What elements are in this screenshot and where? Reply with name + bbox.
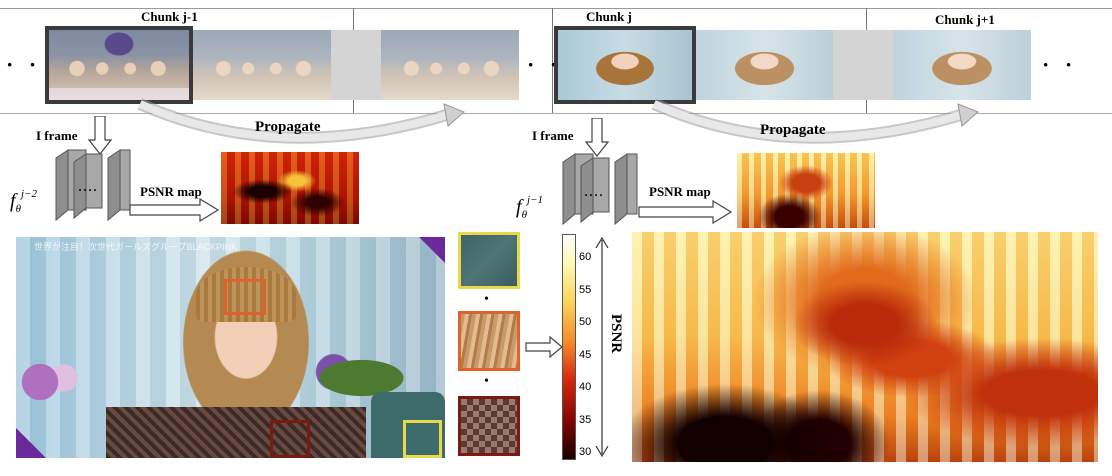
model-right-base: f: [516, 196, 522, 218]
image-top-sequins: [106, 407, 366, 458]
patch-orange: [458, 311, 520, 371]
frame-thumbnail-group-3: [381, 30, 519, 100]
chunk-cur-label: Chunk j: [586, 9, 632, 24]
frame-thumbnail-group-2: [193, 30, 331, 100]
colorbar-range-arrow: [595, 236, 609, 458]
patch-box-yellow: [403, 420, 442, 458]
psnr-heatmap-large: [632, 232, 1098, 462]
model-dots-right: · · · ·: [584, 188, 603, 202]
image-flowers-left: [16, 362, 96, 402]
colorbar-label-psnr: PSNR: [608, 314, 624, 354]
psnr-map-label-right: PSNR map: [649, 184, 711, 199]
chunk-prev-label: Chunk j-1: [141, 9, 198, 24]
chunk-separator-mid: [552, 8, 553, 113]
gap-placeholder-cur: [833, 30, 893, 100]
iframe-arrow-left: [88, 116, 112, 155]
top-divider-line: [0, 113, 1112, 114]
iframe-arrow-right: [585, 118, 609, 157]
model-left-sup: j−2: [20, 188, 37, 200]
colorbar-tick-label: 30: [579, 446, 592, 458]
gap-placeholder-prev: [331, 30, 381, 100]
patch-dot-2: •: [484, 374, 489, 389]
propagate-arc-left: [137, 98, 465, 144]
frame-thumbnail-portrait-2: [696, 30, 833, 100]
ellipsis-left: · ·: [6, 52, 42, 77]
frame-thumbnail-group-1: [49, 30, 189, 100]
image-caption-text: 世界が注目！次世代ガールズグループBLACKPINK: [34, 242, 237, 252]
iframe-label-right: I frame: [532, 128, 574, 143]
propagate-label-left: Propagate: [255, 119, 321, 135]
colorbar-tick-label: 40: [579, 381, 592, 393]
colorbar-tick-label: 45: [579, 348, 592, 361]
propagate-label-right: Propagate: [760, 122, 826, 138]
chunk-next-label: Chunk j+1: [935, 12, 995, 27]
model-left-sub: θ: [15, 203, 21, 215]
model-label-right: fθ j−1: [516, 194, 543, 221]
psnr-map-arrow-left: [129, 198, 220, 222]
patch-to-colorbar-arrow: [525, 336, 563, 358]
purple-corner-bottom-left: [16, 428, 46, 458]
frame-thumbnail-portrait-3: [893, 30, 1031, 100]
propagate-arc-right: [651, 98, 979, 144]
top-border-line: [0, 8, 1112, 9]
psnr-heatmap-small-left: [221, 152, 359, 224]
model-label-left: fθ j−2: [10, 188, 37, 215]
large-frame-image: 世界が注目！次世代ガールズグループBLACKPINK: [16, 237, 445, 458]
colorbar-tick-label: 55: [579, 283, 592, 296]
patch-dot-1: •: [484, 292, 489, 307]
frame-thumbnail-portrait-1: [558, 30, 692, 100]
colorbar-tick-label: 60: [579, 251, 592, 263]
patch-box-darkred: [270, 420, 310, 458]
patch-box-orange: [224, 279, 266, 315]
ellipsis-right: · ·: [1042, 52, 1078, 77]
psnr-colorbar: [562, 234, 576, 460]
psnr-map-label-left: PSNR map: [140, 184, 202, 199]
model-dots-left: · · · ·: [78, 183, 97, 197]
patch-darkred: [458, 396, 520, 456]
patch-yellow: [458, 232, 520, 289]
model-right-sub: θ: [521, 209, 527, 221]
model-right-sup: j−1: [526, 194, 543, 206]
model-stack-right: [562, 153, 638, 226]
model-left-base: f: [10, 190, 16, 212]
psnr-heatmap-small-right: [737, 153, 875, 228]
image-chair: [371, 392, 445, 458]
colorbar-tick-label: 35: [579, 413, 592, 426]
colorbar-tick-label: 50: [579, 316, 592, 328]
iframe-label-left: I frame: [36, 128, 78, 143]
ellipsis-mid: · ·: [527, 52, 563, 77]
psnr-map-arrow-right: [638, 200, 733, 224]
purple-corner-top-right: [419, 237, 445, 263]
